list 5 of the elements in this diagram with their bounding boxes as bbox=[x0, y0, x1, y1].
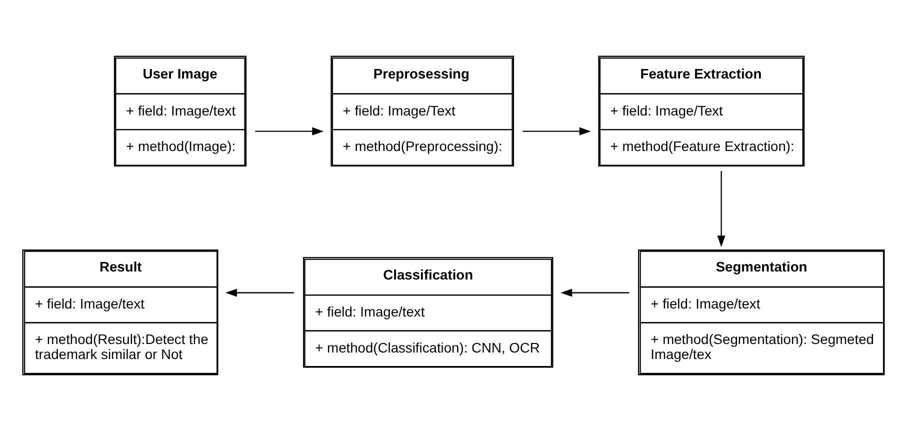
arrow bbox=[254, 127, 324, 136]
arrow bbox=[560, 288, 629, 297]
arrow bbox=[716, 170, 725, 248]
arrow bbox=[224, 288, 294, 297]
arrow bbox=[522, 127, 590, 136]
